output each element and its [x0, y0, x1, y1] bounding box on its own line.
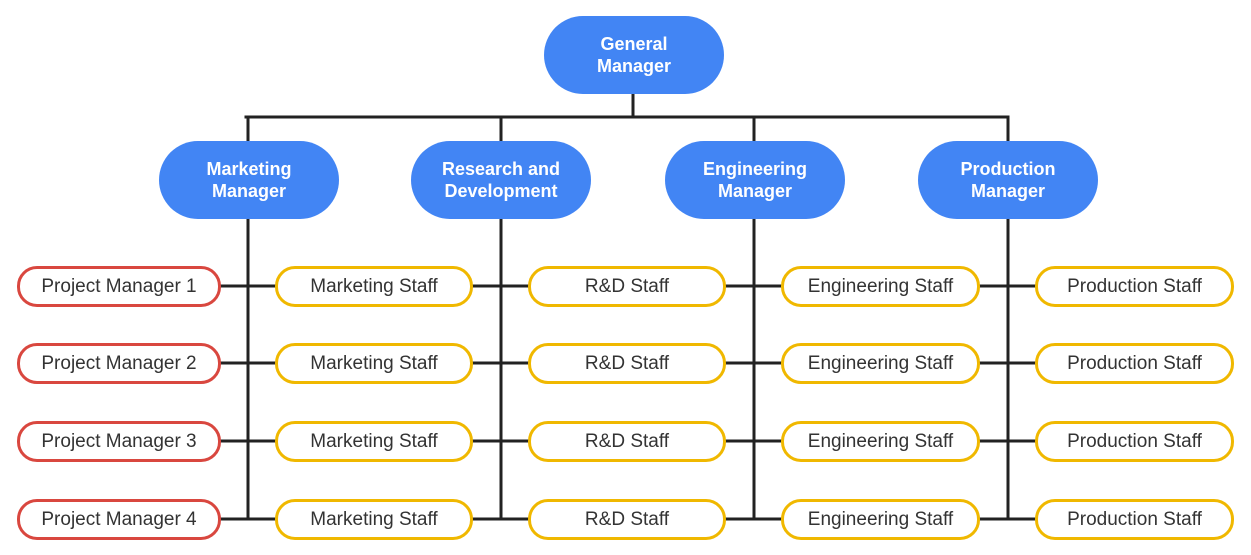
project-manager-node: Project Manager 4: [17, 499, 221, 540]
project-manager-label: Project Manager 3: [41, 430, 197, 452]
manager-node-engineering: Engineering Manager: [665, 141, 845, 219]
project-manager-node: Project Manager 1: [17, 266, 221, 307]
general-manager-node: General Manager: [544, 16, 724, 94]
project-manager-label: Project Manager 1: [41, 275, 197, 297]
production-staff-node: Production Staff: [1035, 499, 1234, 540]
staff-label: Production Staff: [1067, 430, 1202, 452]
manager-node-production: Production Manager: [918, 141, 1098, 219]
general-manager-label: General Manager: [596, 34, 672, 76]
production-staff-node: Production Staff: [1035, 421, 1234, 462]
staff-label: Engineering Staff: [807, 508, 954, 530]
manager-label: Research and Development: [441, 159, 561, 201]
staff-label: Marketing Staff: [310, 508, 438, 530]
staff-label: Marketing Staff: [310, 352, 438, 374]
rd-staff-node: R&D Staff: [528, 499, 726, 540]
manager-label: Marketing Manager: [206, 159, 292, 201]
rd-staff-node: R&D Staff: [528, 266, 726, 307]
staff-label: Engineering Staff: [807, 430, 954, 452]
marketing-staff-node: Marketing Staff: [275, 499, 473, 540]
project-manager-node: Project Manager 3: [17, 421, 221, 462]
staff-label: Production Staff: [1067, 352, 1202, 374]
manager-label: Engineering Manager: [702, 159, 807, 201]
engineering-staff-node: Engineering Staff: [781, 499, 980, 540]
engineering-staff-node: Engineering Staff: [781, 343, 980, 384]
rd-staff-node: R&D Staff: [528, 343, 726, 384]
manager-label: Production Manager: [960, 159, 1056, 201]
project-manager-label: Project Manager 2: [41, 352, 197, 374]
production-staff-node: Production Staff: [1035, 343, 1234, 384]
marketing-staff-node: Marketing Staff: [275, 266, 473, 307]
engineering-staff-node: Engineering Staff: [781, 266, 980, 307]
staff-label: Marketing Staff: [310, 430, 438, 452]
staff-label: R&D Staff: [584, 508, 670, 530]
project-manager-label: Project Manager 4: [41, 508, 197, 530]
staff-label: Engineering Staff: [807, 275, 954, 297]
staff-label: R&D Staff: [584, 275, 670, 297]
marketing-staff-node: Marketing Staff: [275, 421, 473, 462]
staff-label: Engineering Staff: [807, 352, 954, 374]
staff-label: Marketing Staff: [310, 275, 438, 297]
staff-label: Production Staff: [1067, 508, 1202, 530]
marketing-staff-node: Marketing Staff: [275, 343, 473, 384]
staff-label: Production Staff: [1067, 275, 1202, 297]
project-manager-node: Project Manager 2: [17, 343, 221, 384]
manager-node-research: Research and Development: [411, 141, 591, 219]
staff-label: R&D Staff: [584, 352, 670, 374]
rd-staff-node: R&D Staff: [528, 421, 726, 462]
manager-node-marketing: Marketing Manager: [159, 141, 339, 219]
production-staff-node: Production Staff: [1035, 266, 1234, 307]
staff-label: R&D Staff: [584, 430, 670, 452]
engineering-staff-node: Engineering Staff: [781, 421, 980, 462]
